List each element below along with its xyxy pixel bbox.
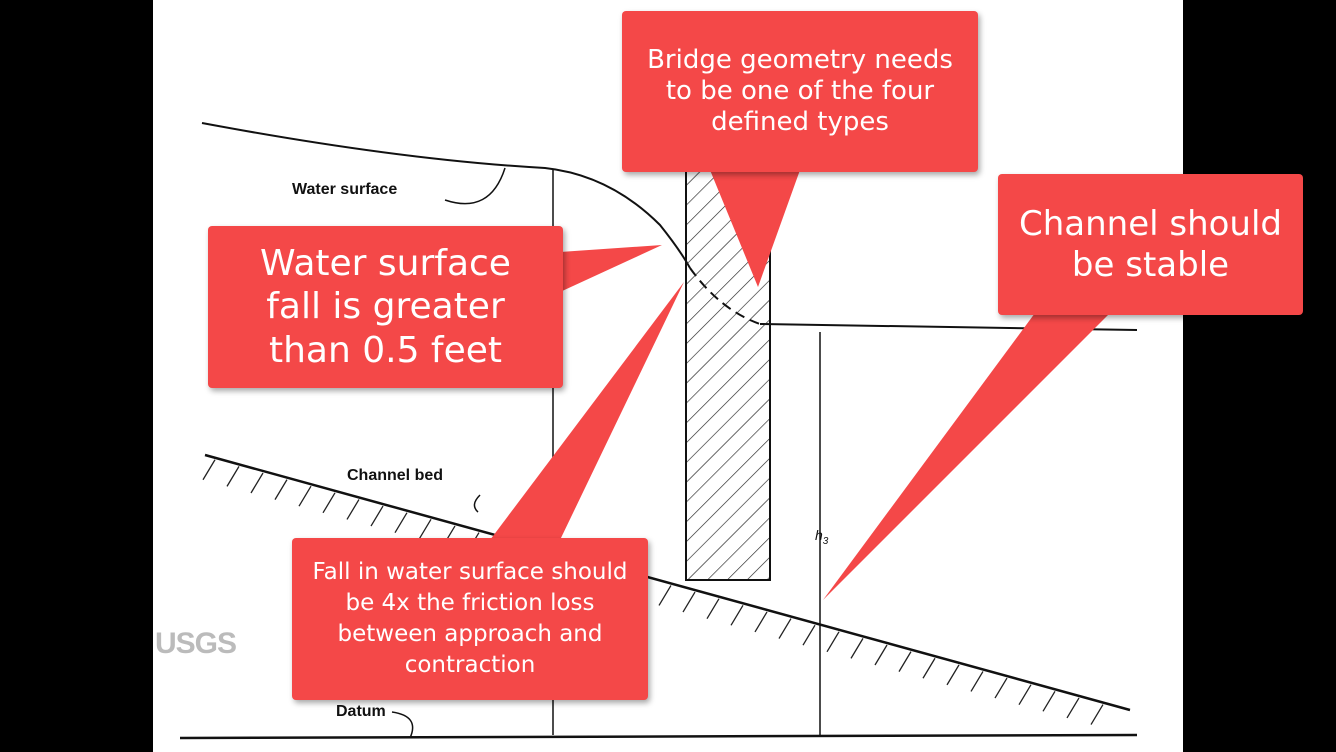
callout-tail [560, 245, 662, 292]
water-surface-label: Water surface [292, 181, 398, 198]
bed-hatch-mark [322, 492, 336, 514]
bed-hatch-mark [370, 505, 384, 527]
bed-hatch-mark [682, 591, 696, 613]
bed-hatch-mark [970, 671, 984, 692]
bed-hatch-mark [250, 472, 264, 494]
bed-hatch-mark [298, 485, 312, 507]
bed-hatch-mark [754, 611, 768, 633]
callout-tail [710, 170, 800, 287]
bed-hatch-mark [202, 459, 216, 481]
bed-hatch-mark [802, 624, 816, 646]
channel-bed-line [204, 453, 1131, 712]
bed-hatch-mark [394, 512, 408, 534]
callout-friction-loss: Fall in water surface should be 4x the f… [292, 538, 648, 700]
callout-tail [823, 313, 1110, 600]
bed-hatch-mark [658, 585, 672, 606]
callout-bridge-geometry: Bridge geometry needs to be one of the f… [622, 11, 978, 172]
bed-hatch-mark [274, 479, 288, 500]
usgs-logo: USGS [155, 627, 237, 660]
bed-hatch-mark [778, 618, 792, 639]
h3-label: h3 [815, 527, 828, 547]
bed-hatch-mark [1090, 704, 1104, 725]
bed-hatch-mark [826, 631, 840, 653]
datum-label: Datum [336, 703, 386, 720]
bed-hatch-mark [994, 677, 1008, 699]
datum-leader [391, 711, 414, 739]
bed-hatch-mark [850, 638, 864, 659]
channel-bed-label: Channel bed [347, 467, 444, 484]
bed-hatch-mark [706, 598, 720, 620]
bed-hatch-mark [418, 518, 432, 540]
bed-hatch-mark [226, 466, 240, 487]
bed-hatch-mark [874, 644, 888, 666]
bed-hatch-mark [1018, 684, 1032, 706]
h3-text: h [815, 527, 823, 543]
bed-hatch-mark [898, 651, 912, 672]
channel-bed-leader [473, 494, 481, 513]
h3-subscript: 3 [822, 535, 829, 547]
bed-hatch-mark [1066, 697, 1080, 719]
bed-hatch-mark [1042, 690, 1056, 712]
datum-line [179, 733, 1138, 740]
bed-hatch-mark [346, 499, 360, 520]
callout-water-fall: Water surface fall is greater than 0.5 f… [208, 226, 563, 388]
callout-tail [490, 282, 684, 540]
water-surface-line [201, 122, 691, 269]
bed-hatch-mark [922, 657, 936, 679]
callout-channel-stable: Channel should be stable [998, 174, 1303, 315]
bed-hatch-mark [730, 604, 744, 626]
water-surface-leader [444, 167, 506, 205]
bed-hatch-mark [946, 664, 960, 686]
